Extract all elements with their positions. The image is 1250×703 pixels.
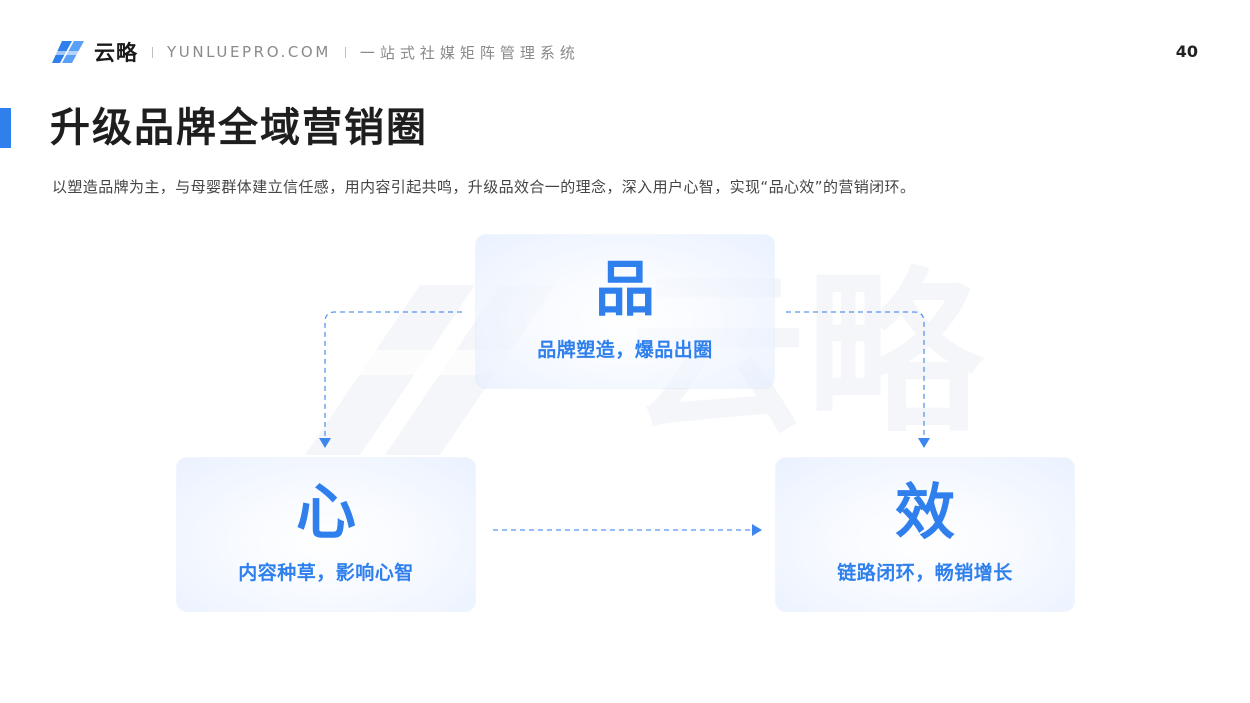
- title-accent-bar: [0, 108, 11, 148]
- page-title: 升级品牌全域营销圈: [50, 105, 428, 151]
- card-mind-char: 心: [296, 478, 356, 548]
- arrowhead-middle: [752, 524, 762, 536]
- arrowhead-left: [319, 438, 331, 448]
- card-effect: 效 链路闭环，畅销增长: [776, 458, 1074, 611]
- page-subtitle: 以塑造品牌为主，与母婴群体建立信任感，用内容引起共鸣，升级品效合一的理念，深入用…: [52, 178, 916, 196]
- page-number: 40: [1175, 42, 1198, 61]
- arrowhead-right: [918, 438, 930, 448]
- card-effect-desc: 链路闭环，畅销增长: [837, 562, 1013, 584]
- tagline: 一站式社媒矩阵管理系统: [359, 43, 580, 62]
- arrow-top-to-left: [324, 311, 462, 440]
- card-effect-char: 效: [895, 478, 955, 548]
- card-mind: 心 内容种草，影响心智: [177, 458, 475, 611]
- header: 云略 YUNLUEPRO.COM 一站式社媒矩阵管理系统: [52, 36, 580, 68]
- arrow-top-to-right: [786, 311, 925, 440]
- brand-name: 云略: [94, 41, 138, 65]
- card-brand-desc: 品牌塑造，爆品出圈: [537, 339, 713, 361]
- site-url: YUNLUEPRO.COM: [167, 43, 331, 61]
- card-brand-char: 品: [595, 255, 655, 325]
- header-divider: [344, 46, 346, 58]
- card-brand: 品 品牌塑造，爆品出圈: [476, 235, 774, 388]
- header-divider: [152, 46, 153, 58]
- card-mind-desc: 内容种草，影响心智: [238, 562, 414, 584]
- brand-logo-icon: [52, 41, 84, 63]
